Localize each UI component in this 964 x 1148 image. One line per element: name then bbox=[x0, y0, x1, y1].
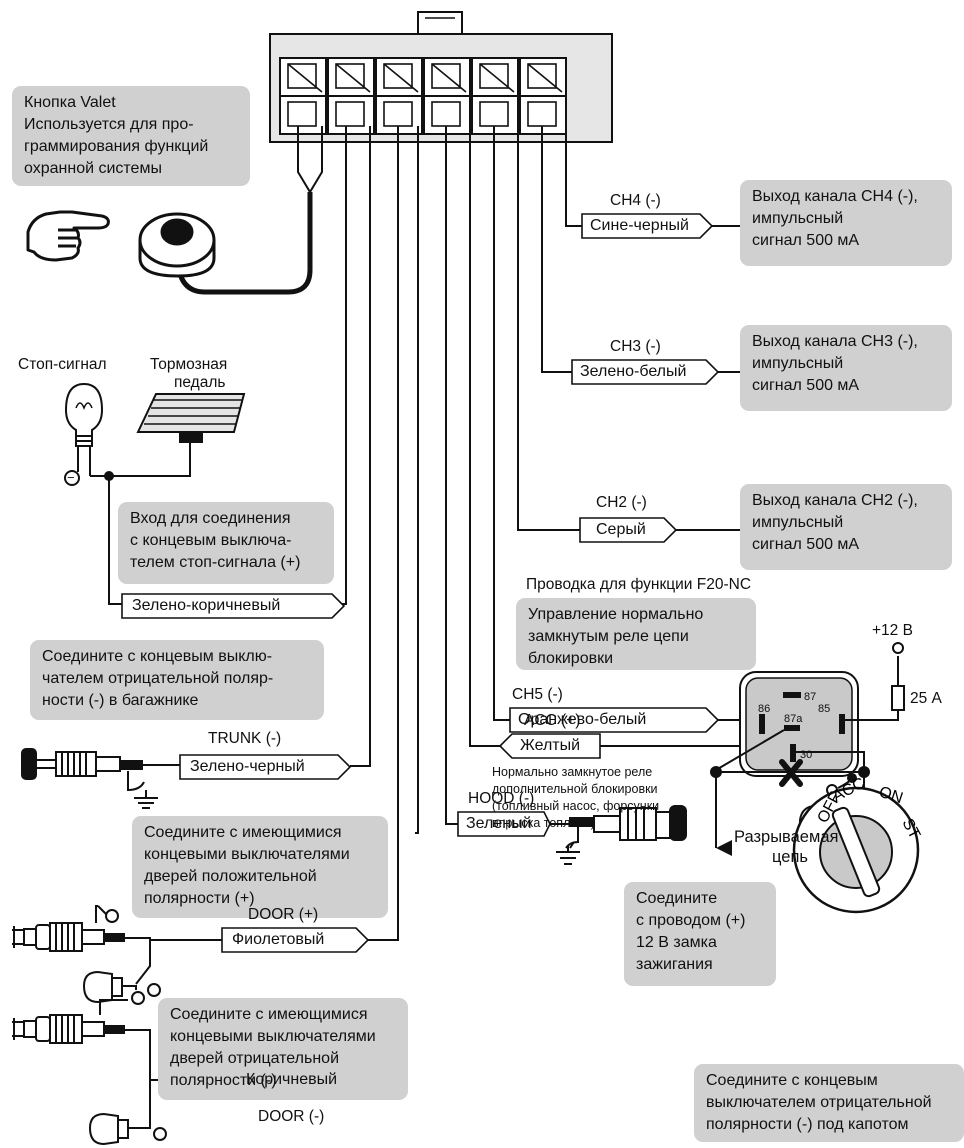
f20-title: Проводка для функции F20-NC bbox=[526, 576, 752, 593]
trunk-wire-color: Зелено-черный bbox=[190, 758, 305, 775]
brake-wire-color: Зелено-коричневый bbox=[132, 597, 281, 614]
fuse-label: 25 А bbox=[910, 690, 942, 707]
note-door-positive: Соедините с имеющимися концевыми выключа… bbox=[132, 816, 388, 918]
ch2-signal-label: CH2 (-) bbox=[596, 494, 647, 511]
brake-pedal-label-line1: Тормозная bbox=[150, 356, 228, 373]
door-negative-wire-color: Коричневый bbox=[246, 1071, 338, 1088]
break-mark-icon bbox=[779, 759, 803, 787]
note-brake: Вход для соединения с концевым выключа- … bbox=[118, 502, 334, 584]
door-positive-signal-label: DOOR (+) bbox=[248, 906, 319, 923]
door-positive-wire-color: Фиолетовый bbox=[232, 931, 325, 948]
lamp-icon bbox=[64, 382, 104, 486]
note-hood: Соедините с концевым выключателем отрица… bbox=[694, 1064, 964, 1142]
relay-pin-87a: 87a bbox=[784, 713, 803, 725]
hood-switch-icon bbox=[550, 805, 687, 865]
note-ch4: Выход канала CH4 (-), импульсный сигнал … bbox=[740, 180, 952, 266]
break-circuit-label-line2: цепь bbox=[772, 848, 808, 866]
relay-pin-85: 85 bbox=[818, 703, 831, 715]
ch5-signal-label: CH5 (-) bbox=[512, 686, 563, 703]
relay-pin-86: 86 bbox=[758, 703, 771, 715]
plus12-label: +12 В bbox=[872, 622, 913, 639]
door-negative-signal-label: DOOR (-) bbox=[258, 1108, 325, 1125]
ch2-wire-color: Серый bbox=[596, 521, 646, 538]
door-negative-switch-icon bbox=[12, 991, 167, 1146]
trunk-switch-icon bbox=[21, 748, 180, 809]
junction-dot bbox=[858, 766, 870, 778]
relay-pin-30: 30 bbox=[800, 749, 813, 761]
fuse-icon bbox=[891, 685, 905, 711]
relay-pin-87: 87 bbox=[804, 691, 817, 703]
note-ch3: Выход канала CH3 (-), импульсный сигнал … bbox=[740, 325, 952, 411]
relay-description: Нормально замкнутое реле дополнительной … bbox=[492, 765, 660, 830]
door-positive-switch-icon bbox=[12, 905, 222, 1004]
hand-pointer-icon bbox=[26, 210, 110, 262]
brake-pedal-icon bbox=[90, 393, 246, 477]
ch3-wire-color: Зелено-белый bbox=[580, 363, 687, 380]
ch4-wire-color: Сине-черный bbox=[590, 217, 689, 234]
hood-signal-label: HOOD (-) bbox=[468, 790, 535, 807]
ch3-signal-label: CH3 (-) bbox=[610, 338, 661, 355]
ch5-wire-color: Оранжево-белый bbox=[518, 711, 647, 728]
junction-dot bbox=[710, 766, 722, 778]
lamp-minus-label: − bbox=[67, 470, 75, 485]
note-ch2: Выход канала CH2 (-), импульсный сигнал … bbox=[740, 484, 952, 570]
note-trunk: Соедините с концевым выклю- чателем отри… bbox=[30, 640, 324, 720]
relay-icon bbox=[739, 671, 859, 777]
wire-tags bbox=[121, 213, 720, 1093]
ignition-switch-icon bbox=[792, 773, 920, 914]
note-acc: Соедините с проводом (+) 12 В замка зажи… bbox=[624, 882, 776, 986]
valet-button-icon bbox=[138, 212, 216, 278]
power-terminal-icon bbox=[892, 642, 904, 654]
ch4-signal-label: CH4 (-) bbox=[610, 192, 661, 209]
break-circuit-label-line1: Разрываемая bbox=[734, 828, 839, 846]
acc-wire-color: Желтый bbox=[520, 737, 581, 754]
stop-signal-label: Стоп-сигнал bbox=[18, 356, 107, 373]
note-f20: Управление нормально замкнутым реле цепи… bbox=[516, 598, 756, 670]
main-connector bbox=[269, 11, 613, 143]
acc-signal-label: ACC (+) bbox=[524, 712, 581, 729]
trunk-signal-label: TRUNK (-) bbox=[208, 730, 282, 747]
ignition-on-label: ON bbox=[877, 784, 905, 808]
note-valet: Кнопка Valet Используется для про- грамм… bbox=[12, 86, 250, 186]
brake-pedal-label-line2: педаль bbox=[174, 374, 226, 391]
hood-wire-color: Зеленый bbox=[466, 815, 532, 832]
note-door-negative: Соедините с имеющимися концевыми выключа… bbox=[158, 998, 408, 1100]
